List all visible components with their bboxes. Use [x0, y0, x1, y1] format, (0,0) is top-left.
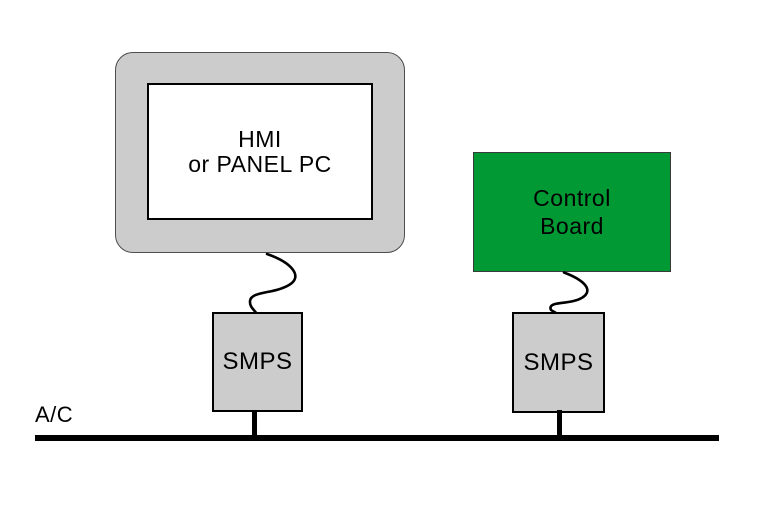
hmi-label-line2: or PANEL PC — [188, 150, 332, 177]
control-board: Control Board — [473, 152, 671, 272]
smps-left-label: SMPS — [222, 348, 293, 375]
hmi-power-cable — [248, 252, 297, 315]
smps-left-power-drop — [252, 410, 257, 437]
control-board-label-line2: Board — [540, 213, 604, 239]
smps-left-box: SMPS — [212, 312, 303, 412]
smps-right-power-drop — [557, 410, 562, 437]
hmi-monitor-screen: HMI or PANEL PC — [147, 83, 373, 220]
control-board-power-cable — [549, 271, 589, 315]
smps-right-box: SMPS — [512, 312, 605, 413]
ac-bus-line — [35, 435, 719, 441]
control-board-label-line1: Control — [533, 185, 611, 211]
smps-right-label: SMPS — [523, 348, 594, 376]
ac-bus-label: A/C — [35, 402, 74, 427]
hmi-label-line1: HMI — [238, 125, 282, 152]
